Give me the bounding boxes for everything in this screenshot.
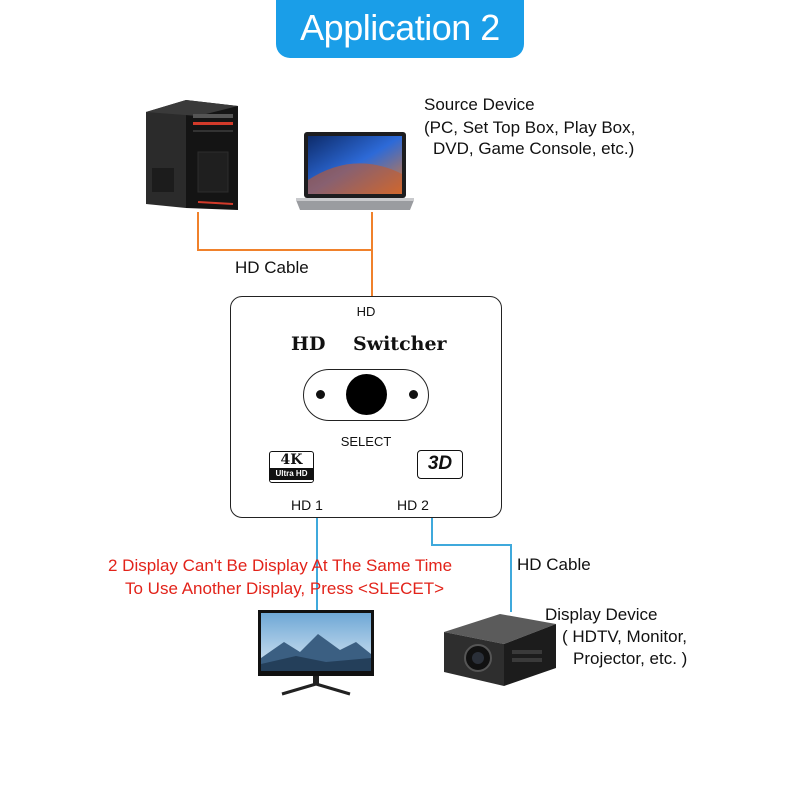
source-device-list-line1: (PC, Set Top Box, Play Box, (424, 118, 636, 137)
hd-switcher-box: HD HD Switcher SELECT 4K Ultra HD 3D HD … (230, 296, 502, 518)
monitor-icon (258, 610, 374, 696)
output-port-2-label: HD 2 (397, 497, 429, 513)
monitor (256, 608, 376, 701)
display-device-list-line1: ( HDTV, Monitor, (562, 627, 688, 646)
select-button[interactable] (303, 369, 429, 421)
output-cable-label: HD Cable (517, 555, 591, 574)
source-device-list-line2: DVD, Game Console, etc.) (433, 139, 635, 158)
select-label: SELECT (340, 434, 392, 449)
pc-cable-line (197, 212, 372, 251)
output-port-1-label: HD 1 (291, 497, 323, 513)
projector (442, 610, 558, 695)
right-mount-dot (409, 390, 418, 399)
display-device-list-line2: Projector, etc. ) (573, 649, 688, 668)
badge-ultra-hd-text: Ultra HD (270, 468, 313, 480)
3d-badge: 3D (417, 450, 463, 479)
left-mount-dot (316, 390, 325, 399)
input-cable-label: HD Cable (235, 258, 309, 277)
switcher-input-port-label: HD (356, 304, 376, 319)
title-banner: Application 2 (276, 0, 524, 58)
source-device-title: Source Device (424, 95, 535, 114)
switcher-brand: HD (291, 333, 326, 355)
4k-ultra-hd-badge: 4K Ultra HD (269, 451, 314, 483)
display-device-title: Display Device (545, 605, 658, 624)
switcher-product-name: Switcher (353, 333, 447, 355)
warning-note-line1: 2 Display Can't Be Display At The Same T… (108, 556, 453, 575)
warning-note-line2: To Use Another Display, Press <SLECET> (125, 579, 445, 598)
pc-tower (138, 92, 246, 221)
input-cable (197, 212, 373, 296)
badge-4k-text: 4K (280, 452, 303, 468)
laptop-icon (296, 132, 414, 210)
select-knob-icon (346, 374, 387, 415)
projector-icon (444, 614, 556, 686)
laptop (294, 130, 416, 219)
pc-tower-icon (146, 100, 238, 210)
projector-cable-line (431, 518, 512, 612)
output-cable (316, 518, 512, 612)
